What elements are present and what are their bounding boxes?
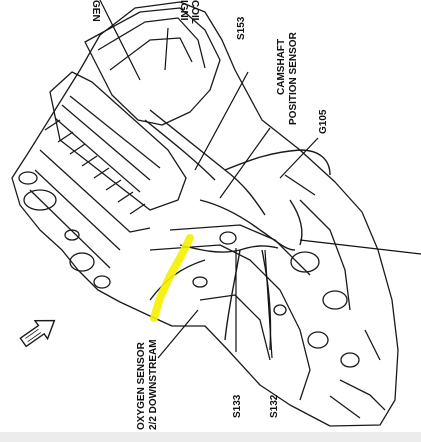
engine-block (11, 1, 399, 427)
label-camshaft-1: CAMSHAFT (276, 39, 287, 95)
label-g105: G105 (318, 109, 329, 134)
label-oxygen-2: 2/2 DOWNSTREAM (148, 339, 159, 430)
leader-g105 (279, 137, 319, 179)
leader-s132 (264, 249, 273, 359)
label-oxygen-1: OXYGEN SENSOR (136, 341, 147, 430)
engine-wiring-diagram: GEN IGNI COIL S153 CAMSHAFT POSITION SEN… (11, 0, 421, 430)
bottom-bar (0, 432, 421, 442)
engine-outline (11, 1, 399, 427)
label-camshaft-2: POSITION SENSOR (288, 31, 299, 125)
intake-manifold (49, 71, 187, 211)
leader-right (299, 239, 421, 255)
leader-camshaft (219, 127, 271, 199)
leader-lines (99, 0, 421, 359)
label-gen: GEN (90, 0, 101, 22)
label-s153: S153 (236, 16, 247, 40)
oxygen-sensor-highlight (150, 234, 194, 322)
leader-gen (99, 0, 141, 81)
leader-ignition-coil (164, 27, 169, 71)
valve-cover (84, 7, 221, 126)
label-s133: S133 (232, 394, 243, 418)
label-ignition-coil-1: IGNI (178, 0, 189, 21)
label-s132: S132 (269, 394, 280, 418)
label-ignition-coil-2: COIL (189, 0, 200, 24)
forward-arrow-icon (19, 319, 56, 348)
leader-s153 (194, 71, 249, 171)
leader-oxygen (157, 309, 199, 359)
